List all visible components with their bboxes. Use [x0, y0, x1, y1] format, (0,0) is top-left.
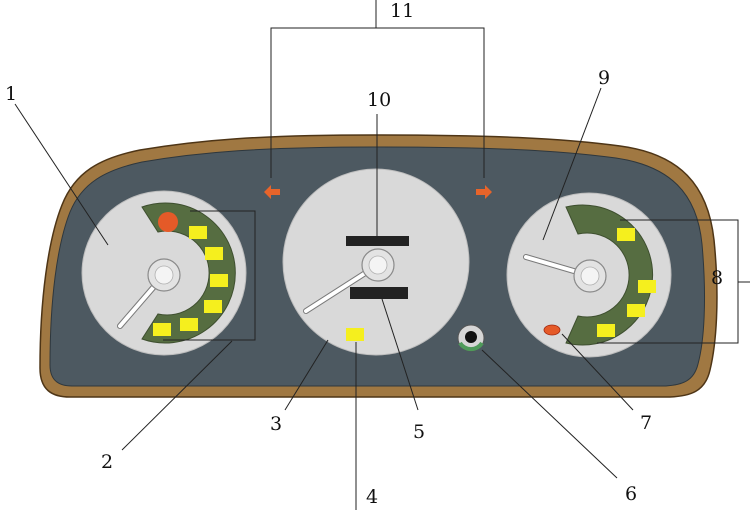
callout-label-10: 10: [367, 89, 391, 111]
left-gauge-needle: [118, 280, 160, 328]
callout-label-7: 7: [640, 412, 652, 434]
callout-label-6: 6: [625, 483, 637, 505]
center-upper-bar: [346, 236, 409, 246]
leader-line-5: [381, 298, 419, 411]
right-indicator-light: [597, 324, 615, 337]
left-gauge-hub: [154, 265, 174, 285]
leader-line-7: [561, 333, 634, 411]
left-gauge: [81, 190, 247, 356]
center-gauge-needle: [304, 268, 372, 313]
leader-line-1: [14, 103, 109, 246]
leader-lines: [14, 0, 750, 510]
callout-labels: 1 2 3 4 5 6 7 8 9 10 11: [5, 0, 723, 508]
center-gauge: [282, 168, 470, 356]
callout-label-8: 8: [711, 267, 723, 289]
left-indicator-light: [204, 300, 222, 313]
turn-left-arrow-icon: [264, 185, 280, 199]
center-lower-bar: [350, 287, 408, 299]
leader-line-3: [284, 339, 329, 411]
callout-label-1: 1: [5, 83, 17, 105]
left-indicator-light: [153, 323, 171, 336]
callout-label-11: 11: [390, 0, 414, 22]
callout-label-9: 9: [598, 67, 610, 89]
callout-label-4: 4: [366, 486, 378, 508]
left-indicator-light: [205, 247, 223, 260]
right-gauge: [506, 192, 672, 358]
leader-line-11: [270, 27, 485, 178]
callout-label-3: 3: [270, 413, 282, 435]
callout-label-2: 2: [101, 451, 113, 473]
callout-label-5: 5: [413, 421, 425, 443]
right-indicator-light: [617, 228, 635, 241]
right-indicator-light: [638, 280, 656, 293]
center-indicator-light: [346, 328, 364, 341]
left-indicator-light: [210, 274, 228, 287]
center-gauge-hub: [368, 255, 388, 275]
leader-line-9: [542, 87, 602, 241]
right-warning-lamp-icon: [543, 324, 561, 336]
leader-line-2: [121, 340, 233, 451]
ignition-knob-icon: [457, 324, 485, 352]
left-indicator-light: [189, 226, 207, 239]
leader-line-2: [163, 210, 256, 341]
turn-right-arrow-icon: [476, 185, 492, 199]
right-indicator-light: [627, 304, 645, 317]
right-gauge-hub: [580, 266, 600, 286]
left-warning-lamp-icon: [158, 212, 178, 232]
leader-line-6: [481, 349, 618, 479]
left-indicator-light: [180, 318, 198, 331]
